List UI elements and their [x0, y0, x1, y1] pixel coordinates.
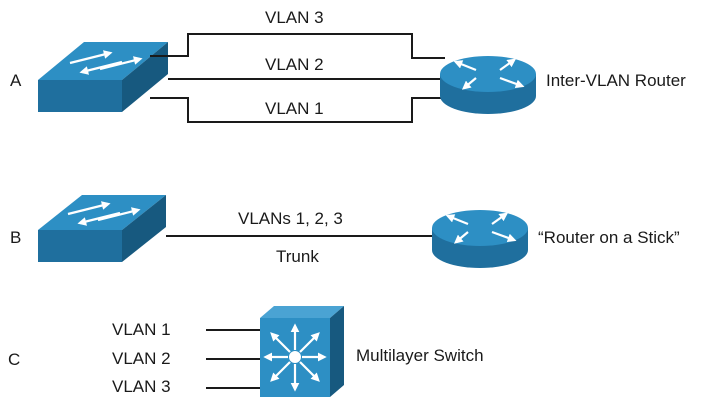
multilayer-switch-icon	[260, 306, 344, 397]
row-letter-b: B	[10, 228, 21, 247]
vlan1-label: VLAN 1	[265, 99, 324, 118]
router-label-a: Inter-VLAN Router	[546, 71, 686, 90]
trunk-label: Trunk	[276, 247, 319, 266]
row-letter-c: C	[8, 350, 20, 369]
vlan3-link	[150, 33, 445, 59]
switch-icon	[38, 42, 168, 112]
switch-icon	[38, 195, 166, 262]
vlan2-label: VLAN 2	[265, 55, 324, 74]
router-label-b: “Router on a Stick”	[538, 228, 680, 247]
row-c: C VLAN 1 VLAN 2 VLAN 3 Multilayer Switch	[8, 306, 484, 397]
router-icon	[440, 56, 536, 114]
vlan3-label: VLAN 3	[265, 8, 324, 27]
row-a: A VLAN 3 VLAN 2 VLAN 1 Inter-VLAN Router	[10, 8, 686, 123]
router-icon	[432, 210, 528, 268]
vlan1-link	[150, 97, 445, 123]
trunk-vlans-label: VLANs 1, 2, 3	[238, 209, 343, 228]
vlan3-label-c: VLAN 3	[112, 377, 171, 396]
vlan2-label-c: VLAN 2	[112, 349, 171, 368]
vlan1-label-c: VLAN 1	[112, 320, 171, 339]
row-b: B VLANs 1, 2, 3 Trunk “Router on a Stick…	[10, 195, 680, 268]
row-letter-a: A	[10, 71, 22, 90]
multilayer-switch-label: Multilayer Switch	[356, 346, 484, 365]
